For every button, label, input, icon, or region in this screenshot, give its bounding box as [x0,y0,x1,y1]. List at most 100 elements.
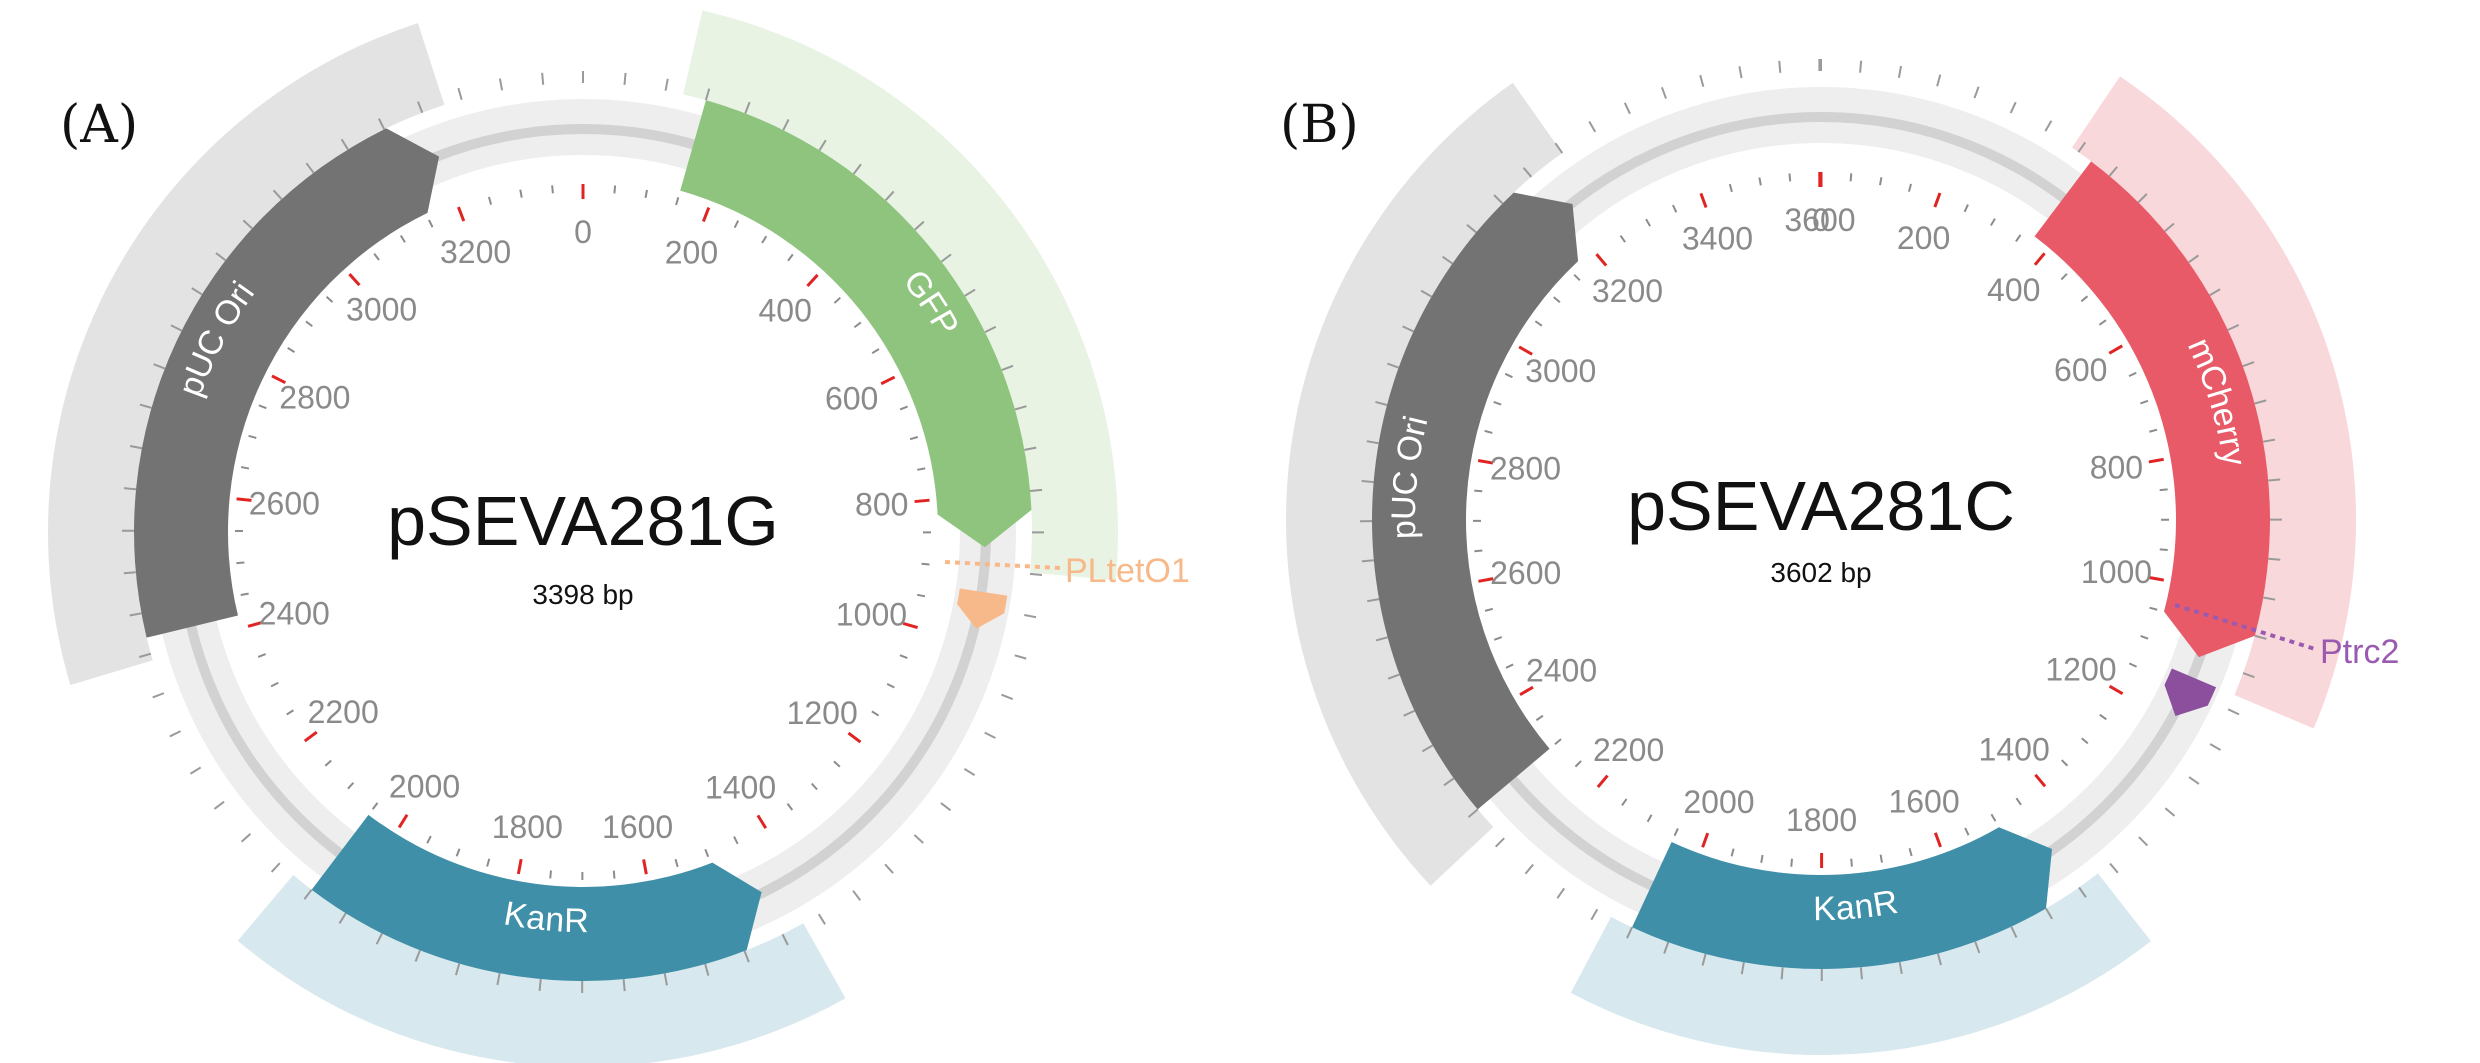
major-tick [1933,832,1942,848]
major-tick [2148,576,2165,582]
outer-tick [129,612,142,617]
minor-tick [786,803,794,811]
outer-tick [1554,142,1564,154]
minor-tick [1879,854,1883,863]
major-tick [2108,344,2124,355]
minor-tick [1619,234,1626,243]
minor-tick [1504,372,1513,379]
minor-tick [2060,273,2068,281]
outer-tick [1375,400,1388,406]
outer-tick [1442,255,1454,265]
outer-tick [2209,288,2221,297]
outer-tick [782,118,790,131]
outer-tick [1361,480,1374,484]
outer-tick [1029,572,1043,576]
outer-tick [1387,673,1400,680]
major-tick [1595,253,1608,267]
outer-tick [215,252,227,262]
minor-tick [1553,296,1561,304]
minor-tick [248,434,257,439]
outer-tick [2164,222,2175,232]
minor-tick [612,870,616,879]
outer-tick [1467,808,1479,818]
outer-tick [242,219,253,230]
tick-label: 2600 [249,485,320,521]
minor-tick [1673,828,1679,837]
minor-tick [1990,813,1997,822]
minor-tick [258,404,267,410]
kanr-label-text: KanR [501,894,589,940]
promoter-callout-label: Ptrc2 [2320,633,2399,671]
plasmid-size: 3398 bp [532,579,633,610]
outer-tick [2010,926,2018,938]
outer-tick [498,78,504,91]
minor-tick [2098,319,2107,326]
tick-label: 2200 [308,694,379,730]
outer-tick [704,963,710,976]
minor-tick [373,252,380,261]
outer-tick [818,139,827,151]
major-tick [1699,192,1708,208]
minor-tick [1484,607,1494,612]
minor-tick [2128,662,2137,668]
major-tick [516,858,523,875]
outer-tick [1738,66,1743,79]
outer-tick [454,963,461,976]
minor-tick [399,234,406,243]
outer-tick [414,949,421,962]
major-tick [1701,832,1710,848]
minor-tick [2099,713,2107,721]
puc-ori-shade-arc [47,23,445,685]
minor-tick [1728,183,1733,193]
major-tick [271,374,287,385]
tick-label: 2400 [259,595,330,631]
minor-tick [305,320,313,328]
outer-tick [2254,399,2267,405]
minor-tick [1790,858,1793,867]
outer-tick [2242,361,2255,368]
outer-tick [1701,953,1707,966]
outer-tick [2262,438,2276,443]
tick-label: 3400 [1682,220,1753,256]
outer-tick [2268,478,2281,482]
minor-tick [426,835,432,844]
outer-tick [191,287,203,296]
major-tick [1596,774,1609,789]
minor-tick [917,467,926,471]
outer-tick [2138,836,2149,847]
minor-tick [428,219,434,228]
major-tick [236,497,252,502]
minor-tick [921,562,930,566]
minor-tick [1493,636,1503,641]
outer-tick [1420,289,1433,298]
outer-tick [417,101,424,114]
tick-label: 2800 [1490,451,1561,487]
outer-tick [852,163,862,175]
minor-tick [916,593,926,598]
tick-label: 1800 [1786,802,1857,838]
minor-tick [853,321,862,329]
tick-label: 2400 [1526,653,1597,689]
minor-tick [909,436,919,441]
outer-tick [538,978,542,992]
minor-tick [2128,371,2137,378]
minor-tick [899,654,908,660]
outer-tick [340,138,349,150]
tick-label: 1200 [787,695,858,731]
minor-tick [1573,273,1581,282]
plasmid-map-pseva281c: (B)0200400600800100012001400160018002000… [1280,58,2399,1055]
outer-tick [1524,863,1534,875]
minor-tick [519,189,523,198]
outer-tick [139,403,152,409]
outer-tick [817,913,826,925]
outer-tick [664,78,669,91]
gfp-feature-arrow [680,100,1032,548]
outer-tick [2109,862,2119,874]
outer-tick [1361,559,1374,563]
minor-tick [2080,295,2089,303]
puc-ori-feature-arrow [1371,192,1579,810]
outer-tick [984,325,997,334]
minor-tick [1534,320,1543,327]
outer-tick [303,889,313,900]
tick-label: 600 [2054,352,2107,388]
